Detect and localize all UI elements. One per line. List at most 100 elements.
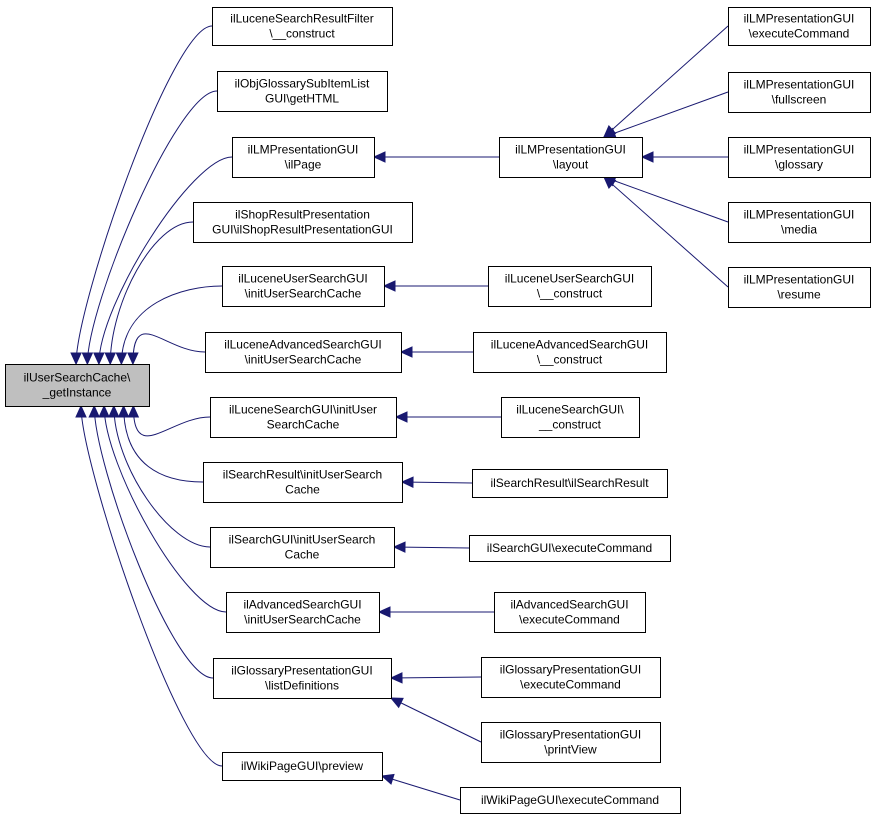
node-label: ilLMPresentationGUI xyxy=(744,208,855,222)
graph-node-sr_init[interactable]: ilSearchResult\initUserSearchCache xyxy=(203,462,403,503)
graph-node-lsrf[interactable]: ilLuceneSearchResultFilter\__construct xyxy=(212,7,393,46)
node-label: \initUserSearchCache xyxy=(245,287,362,301)
graph-node-lusg_init[interactable]: ilLuceneUserSearchGUI\initUserSearchCach… xyxy=(222,266,385,307)
edge-sr_con-to-sr_init xyxy=(400,476,473,488)
node-box xyxy=(488,266,652,307)
node-box xyxy=(728,72,871,113)
graph-node-lmp_full[interactable]: ilLMPresentationGUI\fullscreen xyxy=(728,72,871,113)
graph-node-lmp_resume[interactable]: ilLMPresentationGUI\resume xyxy=(728,267,871,308)
arrow-head-icon xyxy=(399,346,413,358)
arrow-head-icon xyxy=(127,352,139,366)
edge-line xyxy=(390,697,482,743)
node-label: ilAdvancedSearchGUI xyxy=(243,598,361,612)
node-box xyxy=(5,364,150,407)
graph-node-lusg_con[interactable]: ilLuceneUserSearchGUI\__construct xyxy=(488,266,652,307)
node-label: ilShopResultPresentation xyxy=(235,208,370,222)
node-label: ilObjGlossarySubItemList xyxy=(235,77,370,91)
edge-layer xyxy=(70,25,729,801)
edge-asg_exec-to-asg_init xyxy=(377,606,494,618)
edge-lmp_resume-to-lmp_layout xyxy=(603,176,729,288)
node-label: ilGlossaryPresentationGUI xyxy=(500,728,641,742)
arrow-head-icon xyxy=(377,606,391,618)
graph-node-lmp_media[interactable]: ilLMPresentationGUI\media xyxy=(728,202,871,243)
node-label: \initUserSearchCache xyxy=(245,353,362,367)
graph-node-sg_exec[interactable]: ilSearchGUI\executeCommand xyxy=(469,535,671,562)
node-box xyxy=(203,462,403,503)
node-box xyxy=(193,202,413,243)
node-box xyxy=(460,787,681,814)
node-label: \layout xyxy=(553,158,589,172)
edge-line xyxy=(123,405,204,483)
node-label: ilSearchResult\initUserSearch xyxy=(223,468,382,482)
graph-node-lasg_init[interactable]: ilLuceneAdvancedSearchGUI\initUserSearch… xyxy=(205,332,402,373)
edge-lmp_page-to-root xyxy=(93,156,233,366)
graph-node-lasg_con[interactable]: ilLuceneAdvancedSearchGUI\__construct xyxy=(473,332,667,373)
edge-line xyxy=(80,405,223,767)
node-label: ilLMPresentationGUI xyxy=(744,78,855,92)
graph-node-lmp_gloss[interactable]: ilLMPresentationGUI\glossary xyxy=(728,137,871,178)
graph-node-lmp_page[interactable]: ilLMPresentationGUI\ilPage xyxy=(232,137,375,178)
node-box xyxy=(481,722,661,763)
graph-node-lmp_exec[interactable]: ilLMPresentationGUI\executeCommand xyxy=(728,7,871,46)
arrow-head-icon xyxy=(640,151,654,163)
node-label: ilSearchGUI\executeCommand xyxy=(487,541,652,555)
graph-node-wp_exec[interactable]: ilWikiPageGUI\executeCommand xyxy=(460,787,681,814)
node-label: ilSearchResult\ilSearchResult xyxy=(490,476,649,490)
arrow-head-icon xyxy=(98,404,110,418)
node-label: \printView xyxy=(544,743,597,757)
edge-lusg_init-to-root xyxy=(115,285,223,366)
edge-line xyxy=(120,285,223,365)
graph-node-asg_exec[interactable]: ilAdvancedSearchGUI\executeCommand xyxy=(494,592,646,633)
node-label: \glossary xyxy=(775,158,823,172)
node-label: GUI\ilShopResultPresentationGUI xyxy=(212,223,393,237)
graph-node-sr_con[interactable]: ilSearchResult\ilSearchResult xyxy=(472,469,668,498)
node-label: __construct xyxy=(538,418,602,432)
node-label: ilLuceneAdvancedSearchGUI xyxy=(491,338,648,352)
arrow-head-icon xyxy=(382,280,396,292)
node-label: ilLMPresentationGUI xyxy=(744,273,855,287)
node-label: \ilPage xyxy=(285,158,322,172)
graph-node-sg_init[interactable]: ilSearchGUI\initUserSearchCache xyxy=(210,527,395,568)
node-box xyxy=(226,592,380,633)
node-label: ilLuceneUserSearchGUI xyxy=(238,272,367,286)
node-label: \resume xyxy=(777,288,821,302)
graph-node-gp_exec[interactable]: ilGlossaryPresentationGUI\executeCommand xyxy=(481,657,661,698)
node-label: \fullscreen xyxy=(772,93,827,107)
edge-ogsil-to-root xyxy=(81,90,218,366)
node-label: \executeCommand xyxy=(749,27,850,41)
node-label: SearchCache xyxy=(267,418,340,432)
graph-node-gp_list[interactable]: ilGlossaryPresentationGUI\listDefinition… xyxy=(213,658,392,699)
edge-gp_list-to-root xyxy=(88,404,214,679)
arrow-head-icon xyxy=(400,476,414,488)
graph-node-lsg_init[interactable]: ilLuceneSearchGUI\initUserSearchCache xyxy=(210,397,397,438)
node-label: ilLuceneSearchResultFilter xyxy=(230,12,373,26)
node-box xyxy=(205,332,402,373)
edge-line xyxy=(86,90,218,365)
edge-line xyxy=(113,405,211,548)
node-box xyxy=(222,266,385,307)
node-label: ilLuceneSearchGUI\ xyxy=(516,403,624,417)
edge-lusg_con-to-lusg_init xyxy=(382,280,488,292)
arrow-head-icon xyxy=(88,404,100,418)
edge-asg_init-to-root xyxy=(98,404,227,613)
edge-wp_exec-to-wp_prev xyxy=(380,773,461,801)
arrow-head-icon xyxy=(104,352,117,366)
graph-node-root[interactable]: ilUserSearchCache\_getInstance xyxy=(5,364,150,407)
graph-node-gp_print[interactable]: ilGlossaryPresentationGUI\printView xyxy=(481,722,661,763)
node-box xyxy=(499,137,643,178)
graph-node-lsg_con[interactable]: ilLuceneSearchGUI\__construct xyxy=(501,397,640,438)
edge-line xyxy=(93,405,214,679)
edge-sr_init-to-root xyxy=(117,404,204,483)
graph-node-lmp_layout[interactable]: ilLMPresentationGUI\layout xyxy=(499,137,643,178)
arrow-head-icon xyxy=(389,697,404,709)
node-box xyxy=(472,469,668,498)
arrow-head-icon xyxy=(380,773,395,785)
arrow-head-icon xyxy=(603,176,617,189)
graph-node-asg_init[interactable]: ilAdvancedSearchGUI\initUserSearchCache xyxy=(226,592,380,633)
graph-node-shop[interactable]: ilShopResultPresentationGUI\ilShopResult… xyxy=(193,202,413,243)
node-label: \executeCommand xyxy=(520,678,621,692)
node-box xyxy=(212,7,393,46)
graph-node-wp_prev[interactable]: ilWikiPageGUI\preview xyxy=(222,752,383,781)
node-label: \__construct xyxy=(537,287,603,301)
